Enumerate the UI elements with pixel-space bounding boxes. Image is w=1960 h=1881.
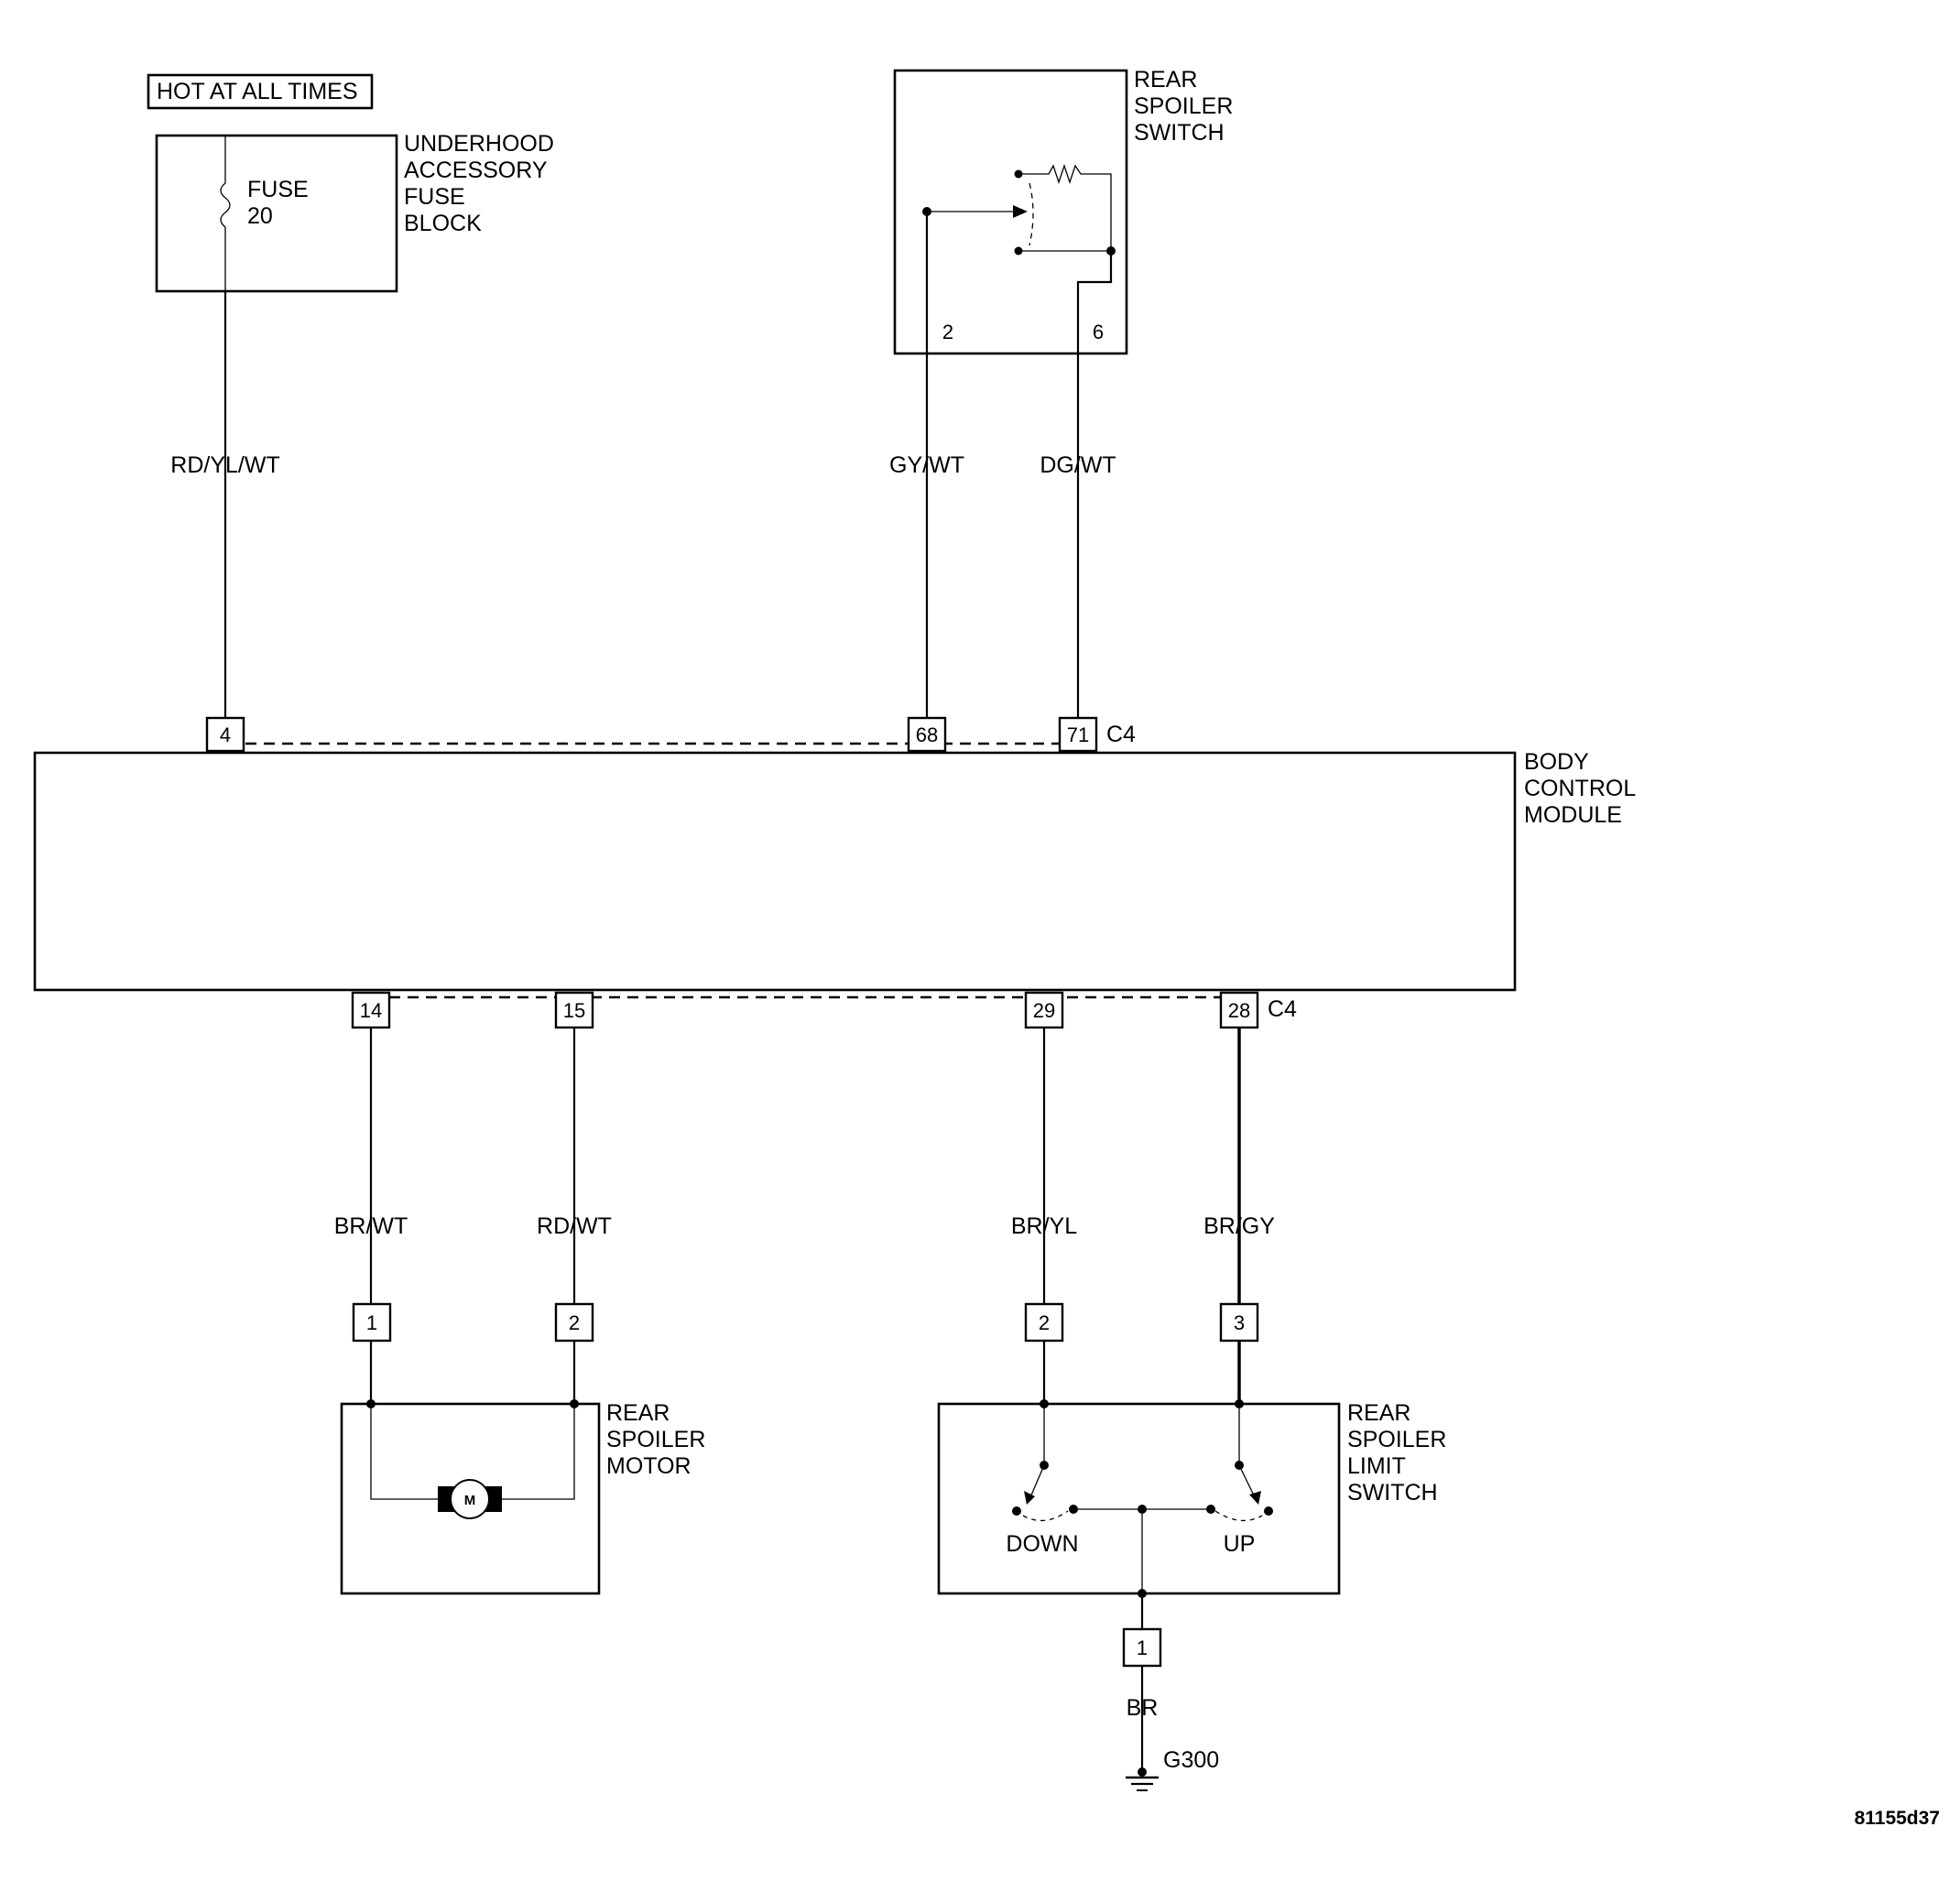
spoiler-switch-pin-2: 2 xyxy=(942,321,953,343)
limit-switch-name-4: SWITCH xyxy=(1347,1480,1438,1506)
spoiler-switch-contacts xyxy=(922,163,1116,720)
spoiler-switch-box xyxy=(893,69,1128,355)
wire-label-dg-wt: DG/WT xyxy=(1040,452,1116,478)
fuse-symbol xyxy=(220,136,231,291)
motor-name-2: SPOILER xyxy=(606,1427,705,1452)
ground-label: G300 xyxy=(1163,1747,1219,1773)
motor-name-1: REAR xyxy=(606,1400,670,1426)
bcm-bottom-connector-label: C4 xyxy=(1268,996,1297,1022)
wire-label-br: BR xyxy=(1127,1695,1159,1721)
svg-text:3: 3 xyxy=(1234,1311,1245,1334)
limit-switch-pin-1: 1 xyxy=(1122,1627,1162,1668)
svg-text:28: 28 xyxy=(1228,999,1250,1022)
motor-name-3: MOTOR xyxy=(606,1453,691,1479)
svg-text:68: 68 xyxy=(916,723,938,746)
motor-box xyxy=(340,1402,601,1595)
wire-label-rd-wt: RD/WT xyxy=(537,1213,612,1239)
hot-at-all-times-label: HOT AT ALL TIMES xyxy=(157,79,358,104)
bcm-top-pin-68: 68 xyxy=(907,716,947,753)
wire-label-br-yl: BR/YL xyxy=(1011,1213,1077,1239)
bcm-top-connector-label: C4 xyxy=(1106,722,1136,747)
fuse-number: 20 xyxy=(247,203,273,229)
svg-text:1: 1 xyxy=(1137,1636,1148,1659)
ground-icon xyxy=(1126,1767,1159,1791)
bcm-name-3: MODULE xyxy=(1524,802,1622,828)
svg-text:29: 29 xyxy=(1033,999,1055,1022)
fuse-label: FUSE xyxy=(247,177,309,202)
limit-switch-name-3: LIMIT xyxy=(1347,1453,1406,1479)
limit-switch-name-2: SPOILER xyxy=(1347,1427,1446,1452)
motor-icon: M xyxy=(366,1399,579,1519)
limit-switch-down-label: DOWN xyxy=(1006,1531,1078,1557)
bcm-top-pin-4: 4 xyxy=(205,716,245,753)
svg-text:M: M xyxy=(464,1493,476,1508)
bcm-bottom-pin-28: 28 xyxy=(1219,991,1259,1029)
svg-text:2: 2 xyxy=(1039,1311,1050,1334)
limit-switch-contacts xyxy=(1012,1399,1273,1593)
bcm-name-1: BODY xyxy=(1524,749,1589,775)
spoiler-switch-name-1: REAR xyxy=(1134,67,1197,92)
limit-switch-box xyxy=(937,1402,1341,1595)
limit-switch-up-label: UP xyxy=(1224,1531,1256,1557)
bcm-name-2: CONTROL xyxy=(1524,776,1636,801)
spoiler-switch-pin-6: 6 xyxy=(1093,321,1104,343)
wire-label-gy-wt: GY/WT xyxy=(889,452,964,478)
svg-text:4: 4 xyxy=(220,723,231,746)
bcm-top-pin-71: 71 xyxy=(1058,716,1098,753)
svg-text:15: 15 xyxy=(563,999,585,1022)
bcm-bottom-pin-14: 14 xyxy=(351,991,391,1029)
bcm-box xyxy=(33,751,1517,992)
motor-pin-1: 1 xyxy=(352,1302,392,1343)
figure-id: 81155d37 xyxy=(1855,1808,1940,1829)
bcm-bottom-pin-15: 15 xyxy=(554,991,594,1029)
fuse-block-name-1: UNDERHOOD xyxy=(404,131,554,157)
svg-text:71: 71 xyxy=(1067,723,1089,746)
limit-switch-pin-2: 2 xyxy=(1024,1302,1064,1343)
fuse-block-box xyxy=(155,134,398,293)
svg-text:2: 2 xyxy=(569,1311,580,1334)
fuse-block-name-2: ACCESSORY xyxy=(404,158,548,183)
limit-switch-name-1: REAR xyxy=(1347,1400,1410,1426)
fuse-block-name-3: FUSE xyxy=(404,184,465,210)
spoiler-switch-name-2: SPOILER xyxy=(1134,93,1233,119)
svg-text:14: 14 xyxy=(360,999,382,1022)
spoiler-switch-name-3: SWITCH xyxy=(1134,120,1225,146)
hot-at-all-times-box xyxy=(147,73,374,110)
wire-label-rd-yl-wt: RD/YL/WT xyxy=(170,452,279,478)
motor-pin-2: 2 xyxy=(554,1302,594,1343)
svg-text:1: 1 xyxy=(366,1311,377,1334)
wire-label-br-wt: BR/WT xyxy=(334,1213,408,1239)
limit-switch-pin-3: 3 xyxy=(1219,1302,1259,1343)
fuse-block-name-4: BLOCK xyxy=(404,211,482,236)
bcm-bottom-pin-29: 29 xyxy=(1024,991,1064,1029)
wire-label-br-gy: BR/GY xyxy=(1203,1213,1275,1239)
